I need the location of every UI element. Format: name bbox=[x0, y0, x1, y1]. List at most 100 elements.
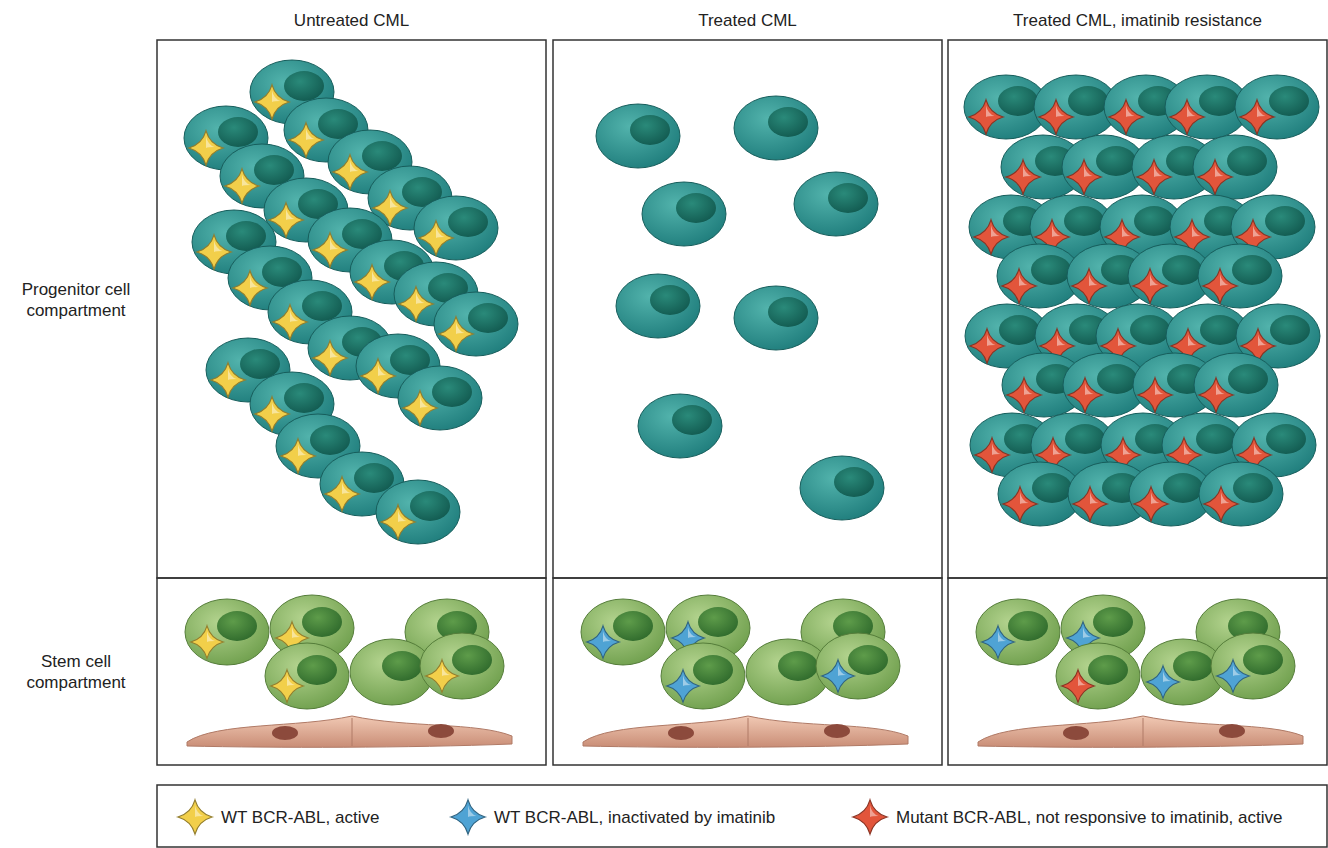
star-highlight bbox=[420, 397, 429, 408]
cell-nucleus bbox=[1228, 364, 1268, 394]
bcr-abl-star bbox=[1137, 160, 1171, 194]
star-highlight bbox=[1220, 275, 1229, 286]
cell-nucleus bbox=[217, 611, 257, 641]
cell-nucleus bbox=[630, 115, 670, 145]
star-body bbox=[399, 287, 433, 321]
star-highlight bbox=[1083, 627, 1091, 638]
cell-nucleus bbox=[1097, 364, 1137, 394]
bcr-abl-star bbox=[1199, 378, 1233, 412]
star-highlight bbox=[1221, 493, 1230, 504]
star-body bbox=[1199, 378, 1233, 412]
star-body bbox=[355, 265, 389, 299]
star-body bbox=[1109, 100, 1143, 134]
bcr-abl-star bbox=[325, 477, 359, 511]
progenitor-cell bbox=[1194, 353, 1278, 417]
star-body bbox=[1217, 660, 1249, 692]
bcr-abl-star bbox=[333, 155, 367, 189]
star-highlight bbox=[442, 665, 450, 676]
star-highlight bbox=[998, 631, 1006, 642]
cell-body bbox=[800, 456, 884, 520]
cell-body bbox=[1199, 462, 1283, 526]
star-highlight bbox=[1118, 335, 1127, 346]
bcr-abl-star bbox=[1240, 100, 1274, 134]
star-highlight bbox=[1163, 671, 1171, 682]
star-body bbox=[451, 800, 485, 834]
star-body bbox=[1007, 378, 1041, 412]
cell-nucleus bbox=[1065, 424, 1105, 454]
cell-nucleus bbox=[1008, 611, 1048, 641]
cell-nucleus bbox=[999, 315, 1039, 345]
star-highlight bbox=[991, 226, 1000, 237]
cell-nucleus bbox=[698, 607, 738, 637]
star-body bbox=[225, 169, 259, 203]
star-body bbox=[439, 317, 473, 351]
bcr-abl-star bbox=[439, 317, 473, 351]
cell-nucleus bbox=[310, 425, 350, 455]
progenitor-cell bbox=[734, 286, 818, 350]
bcr-abl-star bbox=[1204, 487, 1238, 521]
cell-body bbox=[1193, 135, 1277, 199]
star-body bbox=[313, 233, 347, 267]
stem-cell bbox=[265, 643, 349, 709]
star-body bbox=[982, 626, 1014, 658]
star-highlight bbox=[1089, 275, 1098, 286]
cell-body bbox=[616, 274, 700, 338]
bcr-abl-star bbox=[667, 670, 699, 702]
stroma-divider bbox=[352, 718, 353, 746]
progenitor-cell bbox=[800, 456, 884, 520]
star-body bbox=[1147, 666, 1179, 698]
cell-nucleus bbox=[650, 285, 690, 315]
star-body bbox=[255, 85, 289, 119]
star-body bbox=[1039, 100, 1073, 134]
bcr-abl-star bbox=[1109, 100, 1143, 134]
bcr-abl-star bbox=[191, 626, 223, 658]
star-highlight bbox=[306, 129, 315, 140]
legend-text: Mutant BCR-ABL, not responsive to imatin… bbox=[896, 807, 1282, 828]
star-highlight bbox=[1122, 226, 1131, 237]
progenitor-cell bbox=[616, 274, 700, 338]
progenitor-cell bbox=[794, 172, 878, 236]
bcr-abl-star bbox=[1067, 160, 1101, 194]
star-highlight bbox=[342, 483, 351, 494]
cell-nucleus bbox=[218, 117, 258, 147]
bcr-abl-star bbox=[1062, 670, 1094, 702]
star-body bbox=[1002, 269, 1036, 303]
cell-body bbox=[1211, 633, 1295, 699]
star-highlight bbox=[1053, 444, 1062, 455]
cell-nucleus bbox=[1199, 86, 1239, 116]
bcr-abl-star bbox=[1138, 378, 1172, 412]
bcr-abl-star bbox=[189, 131, 223, 165]
stem-cell bbox=[1056, 643, 1140, 709]
cell-nucleus bbox=[848, 645, 888, 675]
star-body bbox=[426, 660, 458, 692]
cell-body bbox=[414, 196, 498, 260]
star-highlight bbox=[298, 445, 307, 456]
progenitor-cell bbox=[596, 104, 680, 168]
cell-body bbox=[734, 96, 818, 160]
cell-nucleus bbox=[693, 655, 733, 685]
star-body bbox=[969, 100, 1003, 134]
stromal-cells bbox=[978, 716, 1303, 747]
star-body bbox=[1068, 378, 1102, 412]
progenitor-cell bbox=[434, 292, 518, 356]
bcr-abl-star bbox=[1203, 269, 1237, 303]
bcr-abl-star bbox=[419, 221, 453, 255]
bcr-abl-star bbox=[1133, 269, 1167, 303]
progenitor-cell bbox=[1193, 135, 1277, 199]
star-highlight bbox=[1258, 335, 1267, 346]
star-body bbox=[667, 670, 699, 702]
cell-nucleus bbox=[452, 645, 492, 675]
bcr-abl-star bbox=[1068, 378, 1102, 412]
bcr-abl-star bbox=[975, 438, 1009, 472]
star-highlight bbox=[242, 175, 251, 186]
stroma-nucleus bbox=[668, 726, 694, 740]
bcr-abl-star bbox=[822, 660, 854, 692]
star-highlight bbox=[378, 365, 387, 376]
star-highlight bbox=[398, 511, 407, 522]
cell-nucleus bbox=[828, 183, 868, 213]
bcr-abl-star bbox=[1003, 487, 1037, 521]
star-highlight bbox=[688, 627, 696, 638]
star-highlight bbox=[1126, 106, 1135, 117]
stroma-nucleus bbox=[1063, 726, 1089, 740]
